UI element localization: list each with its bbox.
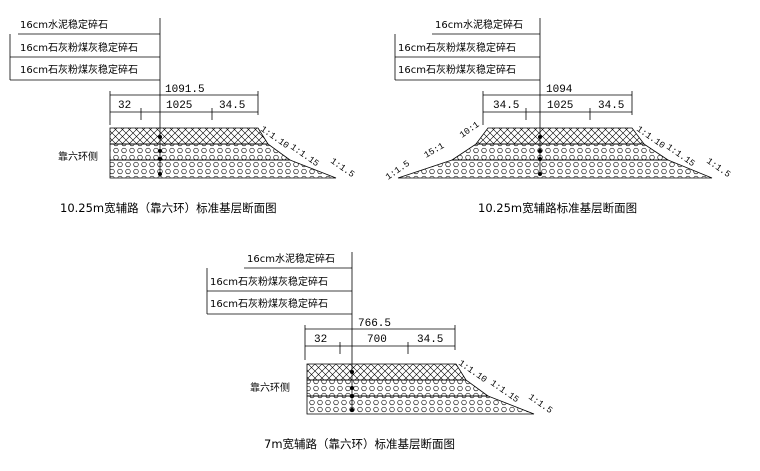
layer-label-lime-2: 16cm石灰粉煤灰稳定碎石 bbox=[210, 297, 328, 310]
layer-label-lime-1: 16cm石灰粉煤灰稳定碎石 bbox=[210, 275, 328, 288]
dim-total: 1094 bbox=[546, 84, 573, 96]
layer-label-cement: 16cm水泥稳定碎石 bbox=[20, 18, 108, 31]
caption-1: 10.25m宽辅路（靠六环）标准基层断面图 bbox=[60, 201, 277, 215]
dim-right: 34.5 bbox=[219, 100, 245, 112]
dim-left: 32 bbox=[118, 100, 131, 112]
caption-3: 7m宽辅路（靠六环）标准基层断面图 bbox=[264, 437, 455, 451]
section-diagram-2: 16cm水泥稳定碎石 16cm石灰粉煤灰稳定碎石 16cm石灰粉煤灰稳定碎石 1… bbox=[384, 18, 732, 215]
dim-middle: 700 bbox=[367, 334, 387, 346]
dim-total: 766.5 bbox=[358, 318, 391, 330]
caption-2: 10.25m宽辅路标准基层断面图 bbox=[478, 201, 637, 215]
dim-right: 34.5 bbox=[417, 334, 443, 346]
side-label: 靠六环侧 bbox=[250, 381, 290, 394]
dim-middle: 1025 bbox=[166, 100, 192, 112]
layer-label-cement: 16cm水泥稳定碎石 bbox=[435, 18, 523, 31]
section-diagram-1: 16cm水泥稳定碎石 16cm石灰粉煤灰稳定碎石 16cm石灰粉煤灰稳定碎石 1… bbox=[9, 18, 356, 215]
dim-middle: 1025 bbox=[547, 100, 573, 112]
layer-label-cement: 16cm水泥稳定碎石 bbox=[247, 252, 335, 265]
slope-top-left: 10:1 bbox=[458, 120, 481, 141]
side-label: 靠六环侧 bbox=[58, 150, 98, 163]
dim-right: 34.5 bbox=[598, 100, 624, 112]
slope-mid-left: 15:1 bbox=[423, 141, 447, 160]
layer-label-lime-2: 16cm石灰粉煤灰稳定碎石 bbox=[398, 63, 516, 76]
dim-left: 34.5 bbox=[493, 100, 519, 112]
layer-label-lime-1: 16cm石灰粉煤灰稳定碎石 bbox=[20, 41, 138, 54]
layer-label-lime-1: 16cm石灰粉煤灰稳定碎石 bbox=[398, 41, 516, 54]
slope-bot-left: 1:1.5 bbox=[384, 159, 412, 183]
dim-left: 32 bbox=[314, 334, 327, 346]
section-diagram-3: 16cm水泥稳定碎石 16cm石灰粉煤灰稳定碎石 16cm石灰粉煤灰稳定碎石 7… bbox=[206, 252, 554, 451]
dim-total: 1091.5 bbox=[165, 84, 205, 96]
layer-label-lime-2: 16cm石灰粉煤灰稳定碎石 bbox=[20, 63, 138, 76]
